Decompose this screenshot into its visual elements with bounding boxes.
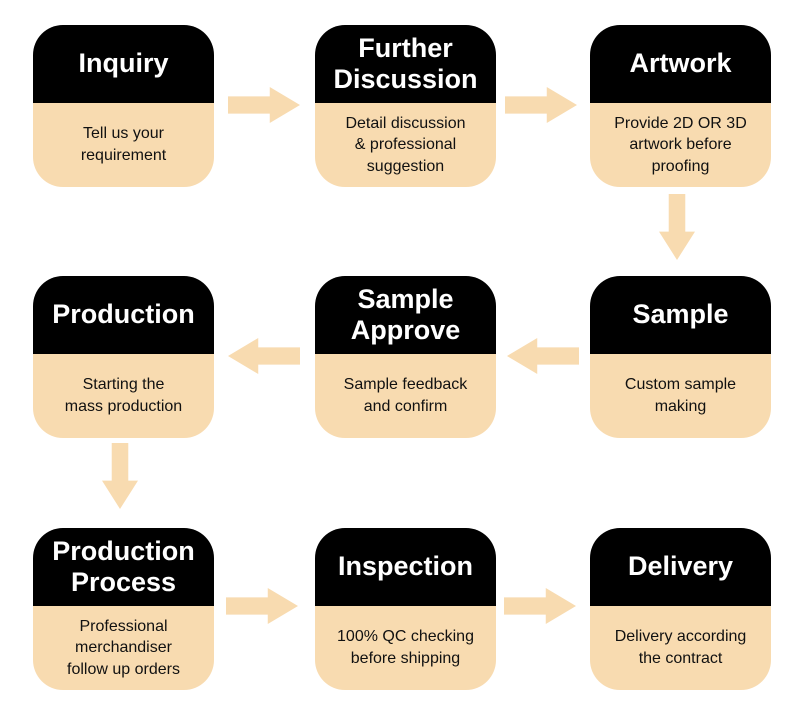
step-card-delivery: Delivery Delivery according the contract bbox=[590, 528, 771, 690]
arrow-left-icon bbox=[507, 338, 579, 374]
step-header: Sample Approve bbox=[315, 276, 496, 354]
step-body: Delivery according the contract bbox=[590, 606, 771, 690]
arrow-down-icon bbox=[102, 443, 138, 509]
step-header: Inquiry bbox=[33, 25, 214, 103]
step-body: Starting the mass production bbox=[33, 354, 214, 438]
step-header: Artwork bbox=[590, 25, 771, 103]
step-card-sample-approve: Sample Approve Sample feedback and confi… bbox=[315, 276, 496, 438]
step-body: Provide 2D OR 3D artwork before proofing bbox=[590, 103, 771, 187]
arrow-right-icon bbox=[505, 87, 577, 123]
step-body: Tell us your requirement bbox=[33, 103, 214, 187]
step-body: Sample feedback and confirm bbox=[315, 354, 496, 438]
step-header: Sample bbox=[590, 276, 771, 354]
step-description: Tell us your requirement bbox=[80, 125, 167, 164]
step-body: 100% QC checking before shipping bbox=[315, 606, 496, 690]
step-card-artwork: Artwork Provide 2D OR 3D artwork before … bbox=[590, 25, 771, 187]
step-body: Professional merchandiser follow up orde… bbox=[33, 606, 214, 690]
arrow-down-icon bbox=[659, 194, 695, 260]
step-header: Delivery bbox=[590, 528, 771, 606]
step-title: Sample Approve bbox=[350, 283, 461, 345]
step-title: Inquiry bbox=[78, 48, 169, 79]
step-header: Inspection bbox=[315, 528, 496, 606]
step-description: Professional merchandiser follow up orde… bbox=[67, 617, 180, 678]
step-body: Detail discussion & professional suggest… bbox=[315, 103, 496, 187]
step-title: Sample bbox=[632, 299, 729, 330]
step-description: Starting the mass production bbox=[64, 376, 183, 415]
step-title: Inspection bbox=[337, 551, 473, 582]
step-card-inspection: Inspection 100% QC checking before shipp… bbox=[315, 528, 496, 690]
step-title: Production bbox=[52, 299, 195, 330]
step-header: Production Process bbox=[33, 528, 214, 606]
step-description: Provide 2D OR 3D artwork before proofing bbox=[614, 114, 747, 175]
step-description: Sample feedback and confirm bbox=[343, 376, 468, 415]
step-body: Custom sample making bbox=[590, 354, 771, 438]
step-title: Artwork bbox=[629, 48, 732, 79]
step-description: Detail discussion & professional suggest… bbox=[345, 114, 466, 175]
arrow-right-icon bbox=[226, 588, 298, 624]
step-title: Further Discussion bbox=[333, 32, 478, 94]
arrow-right-icon bbox=[504, 588, 576, 624]
step-header: Further Discussion bbox=[315, 25, 496, 103]
step-description: Delivery according the contract bbox=[614, 628, 747, 667]
step-card-inquiry: Inquiry Tell us your requirement bbox=[33, 25, 214, 187]
step-title: Delivery bbox=[627, 551, 734, 582]
step-description: 100% QC checking before shipping bbox=[337, 628, 474, 667]
step-card-sample: Sample Custom sample making bbox=[590, 276, 771, 438]
arrow-left-icon bbox=[228, 338, 300, 374]
arrow-right-icon bbox=[228, 87, 300, 123]
step-card-further-discussion: Further Discussion Detail discussion & p… bbox=[315, 25, 496, 187]
step-card-production: Production Starting the mass production bbox=[33, 276, 214, 438]
step-header: Production bbox=[33, 276, 214, 354]
step-description: Custom sample making bbox=[624, 376, 737, 415]
step-card-production-process: Production Process Professional merchand… bbox=[33, 528, 214, 690]
step-title: Production Process bbox=[52, 535, 195, 597]
